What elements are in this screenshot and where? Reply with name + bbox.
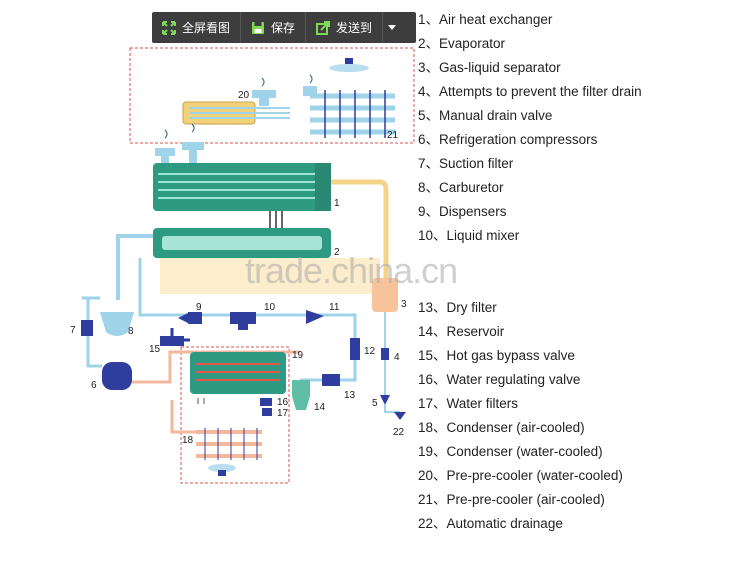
chevron-down-icon (388, 25, 397, 30)
label-15: 15 (149, 344, 161, 355)
label-10: 10 (264, 302, 276, 313)
legend-item: 14、Reservoir (418, 324, 505, 339)
send-dropdown-button[interactable] (382, 12, 401, 43)
save-icon (252, 21, 265, 34)
watermark: trade.china.cn (245, 250, 458, 291)
legend-item: 19、Condenser (water-cooled) (418, 444, 603, 459)
label-22: 22 (393, 427, 405, 438)
label-12: 12 (364, 346, 376, 357)
manual-drain-valve (380, 395, 390, 405)
label-6: 6 (91, 380, 97, 391)
condenser-water-cooled (190, 352, 286, 404)
legend-item: 17、Water filters (418, 396, 519, 411)
condenser-dashed-box (180, 346, 290, 484)
legend-item: 15、Hot gas bypass valve (418, 348, 575, 363)
water-filter (262, 408, 272, 416)
legend-item: 6、Refrigeration compressors (418, 132, 598, 147)
label-14: 14 (314, 402, 326, 413)
legend-item: 18、Condenser (air-cooled) (418, 420, 585, 435)
label-19: 19 (292, 350, 304, 361)
gas-liquid-separator (372, 278, 398, 312)
fullscreen-button[interactable]: 全屏看图 (152, 12, 240, 43)
label-4: 4 (394, 352, 400, 363)
condenser-air-cooled (170, 400, 262, 476)
label-3: 3 (401, 299, 407, 310)
dispenser (178, 312, 190, 324)
precooler-air (303, 58, 395, 138)
image-toolbar: 全屏看图 保存 发送到 (152, 12, 416, 43)
legend-item: 8、Carburetor (418, 180, 504, 195)
valve-12 (350, 338, 360, 360)
legend-item: 1、Air heat exchanger (418, 12, 553, 27)
suction-filter (81, 320, 93, 336)
legend-item: 20、Pre-pre-cooler (water-cooled) (418, 468, 623, 483)
legend-item: 4、Attempts to prevent the filter drain (418, 84, 642, 99)
legend-item: 2、Evaporator (418, 36, 506, 51)
label-20: 20 (238, 90, 250, 101)
expansion-valve (306, 310, 324, 324)
refrigeration-dryer-diagram: 20 21 1 3 4 5 22 8 (70, 47, 415, 484)
precooler-dashed-box (129, 47, 415, 144)
send-to-button[interactable]: 发送到 (305, 12, 382, 43)
legend-item: 21、Pre-pre-cooler (air-cooled) (418, 492, 605, 507)
legend-item: 16、Water regulating valve (418, 372, 581, 387)
water-regulating-valve (260, 398, 272, 406)
save-label: 保存 (271, 21, 296, 35)
legend-item: 3、Gas-liquid separator (418, 60, 561, 75)
label-17: 17 (277, 408, 289, 419)
carburetor (100, 312, 134, 336)
label-13: 13 (344, 390, 356, 401)
label-21: 21 (387, 130, 399, 141)
send-label: 发送到 (336, 21, 373, 35)
label-18: 18 (182, 435, 194, 446)
filter-drain (381, 348, 389, 360)
legend-item: 9、Dispensers (418, 204, 507, 219)
label-16: 16 (277, 397, 289, 408)
label-5: 5 (372, 398, 378, 409)
save-button[interactable]: 保存 (240, 12, 305, 43)
legend-item: 10、Liquid mixer (418, 228, 520, 243)
fullscreen-label: 全屏看图 (182, 21, 231, 35)
fullscreen-icon (162, 20, 176, 35)
legend-item: 7、Suction filter (418, 156, 514, 171)
label-7: 7 (70, 325, 76, 336)
legend-item: 13、Dry filter (418, 300, 497, 315)
liquid-mixer (230, 312, 256, 324)
dry-filter (322, 374, 340, 386)
legend-item: 5、Manual drain valve (418, 108, 553, 123)
send-icon (316, 20, 331, 35)
label-8: 8 (128, 326, 134, 337)
refrigeration-compressor (102, 362, 132, 390)
hot-gas-bypass-valve (160, 336, 184, 346)
automatic-drainage (394, 412, 406, 420)
label-11: 11 (329, 302, 340, 313)
evaporator (153, 228, 380, 294)
label-9: 9 (196, 302, 202, 313)
label-2: 2 (334, 247, 340, 258)
label-1: 1 (334, 198, 340, 209)
reservoir (292, 380, 310, 410)
air-heat-exchanger (153, 163, 331, 211)
legend-item: 22、Automatic drainage (418, 516, 563, 531)
